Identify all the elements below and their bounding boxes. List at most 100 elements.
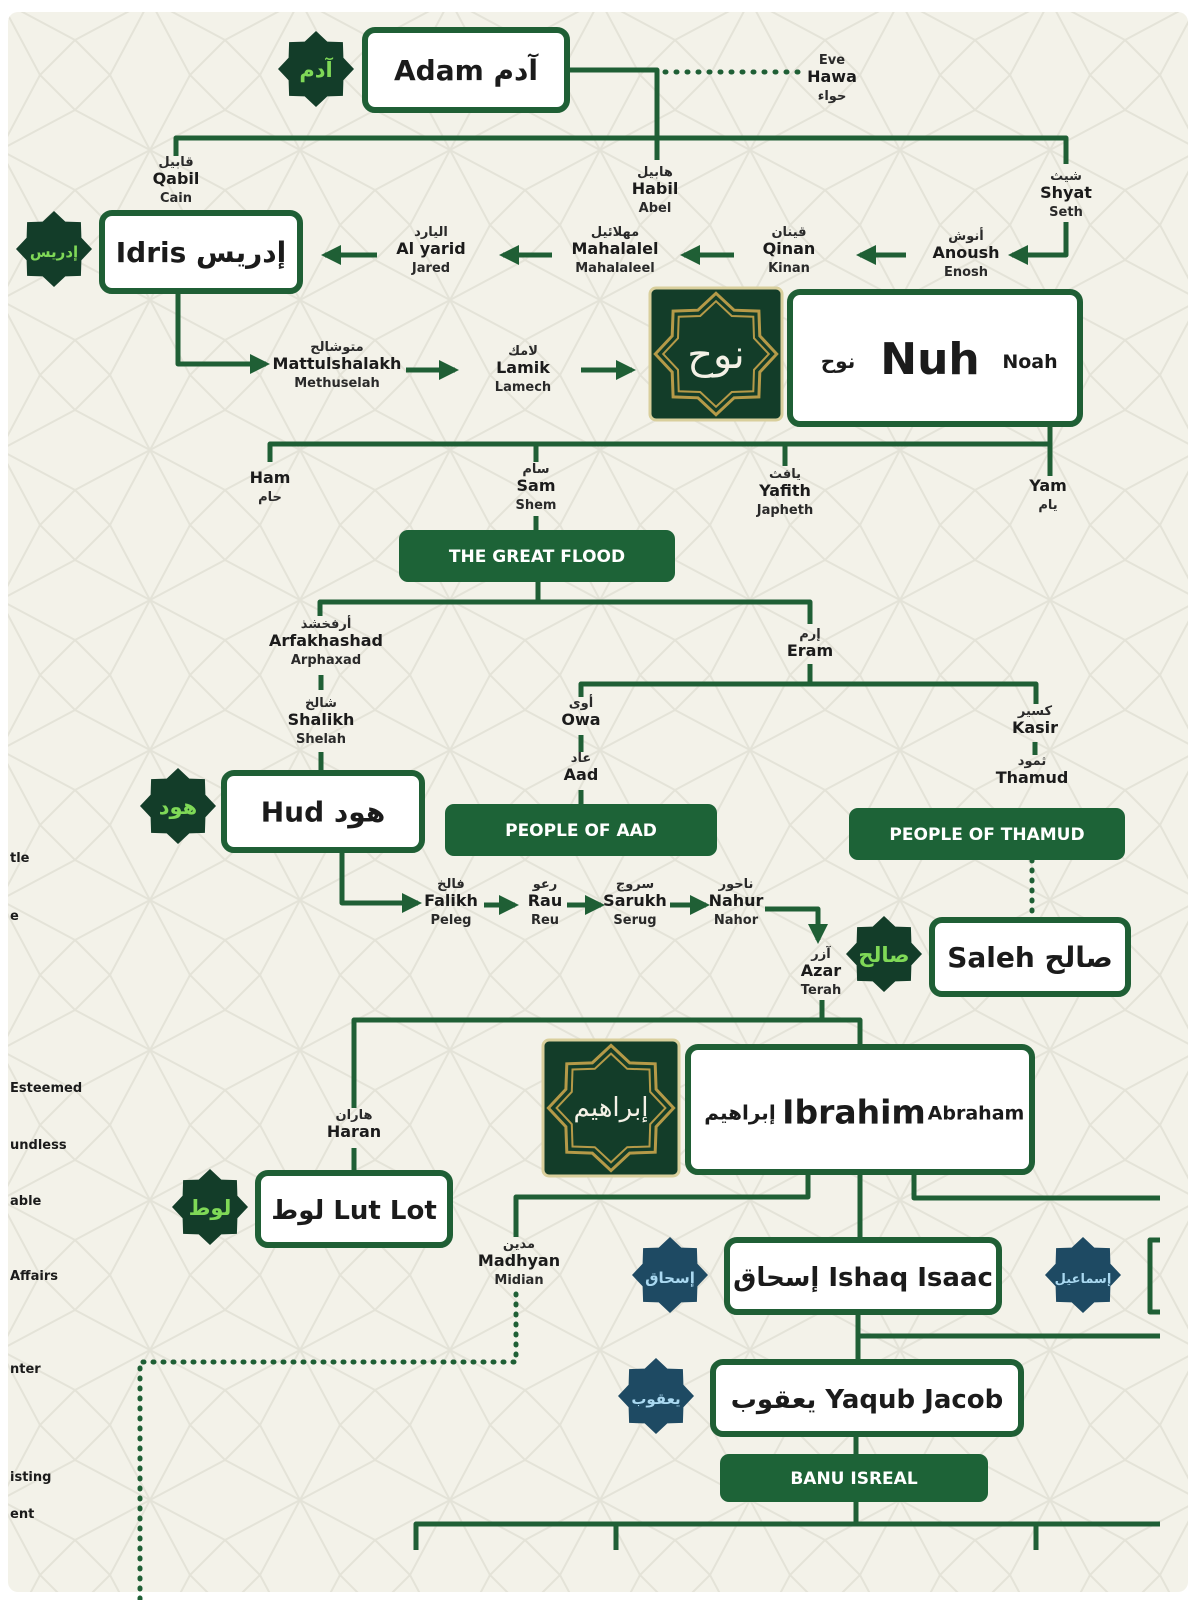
person-label-qabil-line: Cain bbox=[160, 191, 192, 206]
person-label-rau-line: رعو bbox=[532, 877, 558, 892]
prophet-box-frame bbox=[362, 27, 570, 113]
tile-star-outline bbox=[546, 1043, 676, 1173]
star-badge-ismail: إسماعيل bbox=[1045, 1237, 1121, 1313]
star-shape bbox=[632, 1237, 708, 1313]
person-label-habil-line: Habil bbox=[632, 179, 679, 198]
calligraphy-tile-nuh: نوح bbox=[648, 286, 784, 422]
person-label-nahur-line: ناحور bbox=[718, 877, 754, 892]
star-arabic-label: هود bbox=[159, 795, 198, 819]
prophet-name-arabic: نوح bbox=[821, 349, 855, 373]
person-label-arfakhashad-line: Arfakhashad bbox=[269, 631, 383, 650]
prophet-name-arabic: إبراهيم bbox=[704, 1101, 775, 1125]
star-arabic-label: لوط bbox=[189, 1196, 232, 1220]
person-label-lamik-line: لامك bbox=[508, 344, 538, 359]
person-label-mattulshalakh-line: Methuselah bbox=[294, 376, 380, 391]
cropped-node-edge bbox=[1147, 1237, 1160, 1315]
banner-shape bbox=[445, 804, 717, 856]
tile-star-outline bbox=[653, 291, 779, 417]
calligraphy-tile-ibrahim: إبراهيم bbox=[541, 1038, 681, 1178]
person-label-sam-line: Sam bbox=[517, 476, 556, 495]
person-label-alyarid-line: Al yarid bbox=[396, 239, 466, 258]
star-shape bbox=[1045, 1237, 1121, 1313]
person-label-mattulshalakh-line: متوشالح bbox=[310, 340, 363, 355]
star-arabic-label: صالح bbox=[858, 943, 909, 967]
person-label-aad-line: عاد bbox=[571, 751, 591, 766]
banner-text: THE GREAT FLOOD bbox=[449, 547, 625, 567]
banner-text: PEOPLE OF AAD bbox=[505, 821, 657, 841]
person-label-shalikh-line: Shelah bbox=[296, 732, 346, 747]
sidebar-fragment-text: Affairs bbox=[10, 1269, 58, 1284]
sidebar-fragment-text: e bbox=[10, 909, 19, 924]
azar-to-ibrahim bbox=[822, 1017, 863, 1047]
tile-frame bbox=[648, 286, 784, 422]
tile-star-inner bbox=[555, 1052, 667, 1164]
person-label-sarukh-line: سروج bbox=[616, 877, 654, 892]
person-label-sarukh-line: Sarukh bbox=[603, 891, 667, 910]
shyat-to-anoush-arrow bbox=[1008, 222, 1069, 265]
azar-to-haran bbox=[351, 1000, 825, 1108]
prophet-name: Hud هود bbox=[261, 796, 386, 829]
star-arabic-label: إسماعيل bbox=[1055, 1272, 1112, 1287]
eram-to-owa bbox=[578, 664, 813, 697]
person-label-mahalalel-line: Mahalalel bbox=[571, 239, 658, 258]
adam-children-line bbox=[173, 135, 1069, 164]
prophet-box-idris: Idris إدريس bbox=[99, 210, 303, 294]
person-label-madhyan-line: Midian bbox=[494, 1273, 543, 1288]
prophet-box-frame bbox=[929, 917, 1131, 997]
person-label-rau-line: Reu bbox=[531, 913, 559, 928]
star-badge-adam: آدم bbox=[278, 31, 354, 107]
person-label-eve-line: Eve bbox=[819, 53, 845, 68]
star-arabic-label: آدم bbox=[299, 57, 333, 82]
madhyan-dotted-line bbox=[137, 1291, 519, 1600]
person-label-habil-line: Abel bbox=[639, 201, 672, 216]
sidebar-fragment-text: nter bbox=[10, 1362, 41, 1377]
star-arabic-label: إدريس bbox=[30, 243, 78, 261]
person-label-nahur-line: Nahur bbox=[709, 891, 764, 910]
star-shape bbox=[846, 916, 922, 992]
person-label-anoush-line: Enosh bbox=[944, 265, 988, 280]
person-label-mattulshalakh-line: Mattulshalakh bbox=[273, 354, 402, 373]
person-label-yafith-line: Yafith bbox=[758, 481, 811, 500]
nahur-to-azar-arrow bbox=[765, 906, 828, 944]
person-label-arfakhashad-line: أرفخشذ bbox=[301, 615, 352, 632]
person-label-haran-line: Haran bbox=[327, 1122, 381, 1141]
person-label-shalikh-line: Shalikh bbox=[288, 710, 355, 729]
person-label-shalikh-line: شالخ bbox=[305, 696, 337, 711]
banner-text: BANU ISREAL bbox=[790, 1469, 917, 1489]
person-label-qabil-line: قابيل bbox=[158, 155, 193, 170]
prophet-name: Adam آدم bbox=[394, 53, 539, 87]
person-label-rau-line: Rau bbox=[528, 891, 563, 910]
prophet-box-frame bbox=[710, 1359, 1024, 1437]
star-shape bbox=[278, 31, 354, 107]
person-label-sarukh-line: Serug bbox=[613, 913, 656, 928]
person-label-ham-line: حام bbox=[258, 490, 282, 505]
person-label-haran-line: هاران bbox=[336, 1108, 373, 1123]
flood-right-branch bbox=[538, 599, 813, 624]
prophet-name: لوط Lut Lot bbox=[271, 1196, 437, 1226]
tile-star-inner bbox=[661, 299, 771, 409]
prophet-box-frame bbox=[724, 1237, 1002, 1315]
sidebar-fragment-text: tle bbox=[10, 851, 30, 866]
person-label-kasir-line: Kasir bbox=[1012, 718, 1058, 737]
person-label-eve-line: Hawa bbox=[807, 67, 857, 86]
flood-left-branch bbox=[317, 582, 541, 616]
banu-children-line bbox=[413, 1521, 1160, 1550]
prophet-name-alt: Noah bbox=[1002, 351, 1057, 373]
person-label-falikh-line: Peleg bbox=[431, 913, 472, 928]
ibrahim-to-ismail bbox=[911, 1172, 1160, 1201]
person-label-yam-line: يام bbox=[1038, 498, 1057, 513]
prophet-box-frame bbox=[255, 1170, 453, 1248]
sidebar-fragment-text: ent bbox=[10, 1507, 34, 1522]
prophet-box-yaqub: يعقوب Yaqub Jacob bbox=[710, 1359, 1024, 1437]
